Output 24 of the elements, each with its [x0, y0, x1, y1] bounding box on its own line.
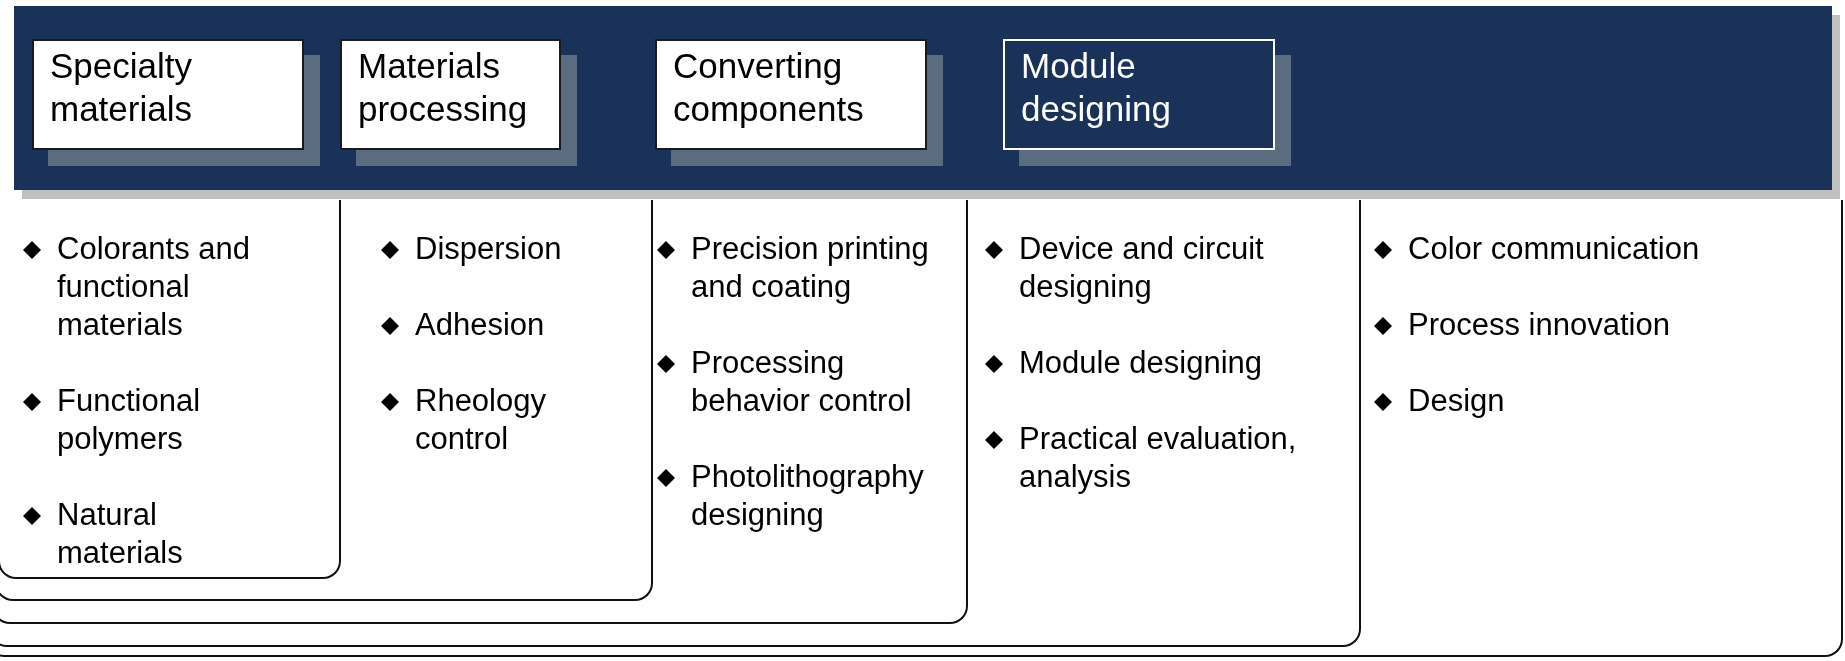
list-item-text: Device and circuit designing — [1019, 230, 1265, 306]
list-item-text: Rheology control — [415, 382, 547, 458]
list-item-text: Colorants and functional materials — [57, 230, 251, 344]
list-item-text: Adhesion — [415, 306, 546, 344]
heading-text: Materials processing — [358, 45, 529, 130]
rounded-frame — [0, 200, 1843, 657]
list-item-text: Functional polymers — [57, 382, 202, 458]
list-item-text: Dispersion — [415, 230, 563, 268]
list-item-text: Precision printing and coating — [691, 230, 930, 306]
list-item-text: Module designing — [1019, 344, 1263, 382]
list-item-text: Design — [1408, 382, 1506, 420]
rounded-frame — [0, 200, 968, 624]
list-item-text: Natural materials — [57, 496, 184, 572]
heading-text: Converting components — [673, 45, 865, 130]
list-item-text: Practical evaluation, analysis — [1019, 420, 1298, 496]
list-item-text: Photolithography designing — [691, 458, 925, 534]
list-item-text: Color communication — [1408, 230, 1701, 268]
list-item-text: Processing behavior control — [691, 344, 913, 420]
heading-text: Specialty materials — [50, 45, 194, 130]
rounded-frame — [0, 200, 341, 579]
heading-text: Module designing — [1021, 45, 1172, 130]
rounded-frame — [0, 200, 1361, 647]
rounded-frame — [0, 200, 653, 601]
list-item-text: Process innovation — [1408, 306, 1671, 344]
